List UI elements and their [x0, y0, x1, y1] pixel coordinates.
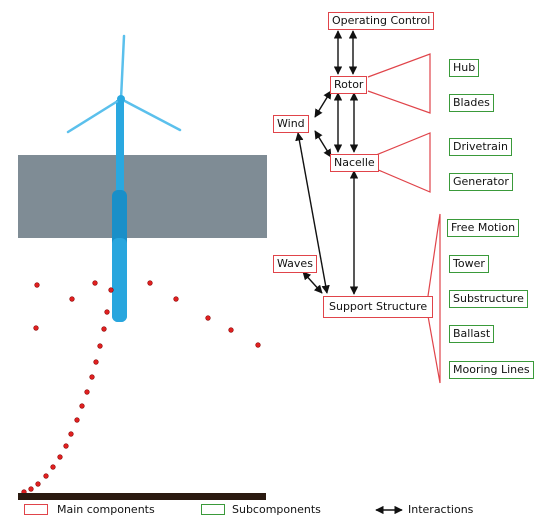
arrow-wind-nacelle — [314, 130, 332, 158]
legend-main-swatch — [24, 504, 48, 515]
arrow-wind-rotor — [314, 90, 332, 118]
legend-sub-label: Subcomponents — [232, 503, 321, 516]
legend-interactions-label: Interactions — [408, 503, 474, 516]
arrow-waves-support — [302, 271, 323, 294]
waves-box: Waves — [273, 255, 317, 273]
operating-control-box: Operating Control — [328, 12, 435, 30]
free-motion-box: Free Motion — [447, 219, 520, 237]
rotor-bracket — [367, 53, 431, 114]
blades-shape — [66, 34, 182, 134]
arrow-wind-support — [295, 132, 330, 294]
legend-main-label: Main components — [57, 503, 155, 516]
generator-box: Generator — [449, 173, 513, 191]
blades-box: Blades — [449, 94, 494, 112]
seabed — [18, 493, 266, 500]
support-bracket — [427, 213, 441, 384]
ballast-box: Ballast — [449, 325, 495, 343]
mooring-lines-dots — [21, 280, 261, 495]
wind-box: Wind — [273, 115, 309, 133]
drivetrain-box: Drivetrain — [449, 138, 512, 156]
nacelle-bracket — [375, 132, 431, 193]
hub-box: Hub — [449, 59, 480, 77]
legend-sub-swatch — [201, 504, 225, 515]
support-structure-box: Support Structure — [323, 296, 434, 318]
substructure-box: Substructure — [449, 290, 528, 308]
mooring-lines-box: Mooring Lines — [449, 361, 534, 379]
tower-shape — [116, 100, 124, 220]
water-region — [18, 155, 267, 238]
rotor-box: Rotor — [330, 76, 368, 94]
hub-shape — [117, 95, 125, 103]
nacelle-box: Nacelle — [330, 154, 379, 172]
turbine-illustration — [18, 34, 267, 500]
tower-box: Tower — [449, 255, 489, 273]
